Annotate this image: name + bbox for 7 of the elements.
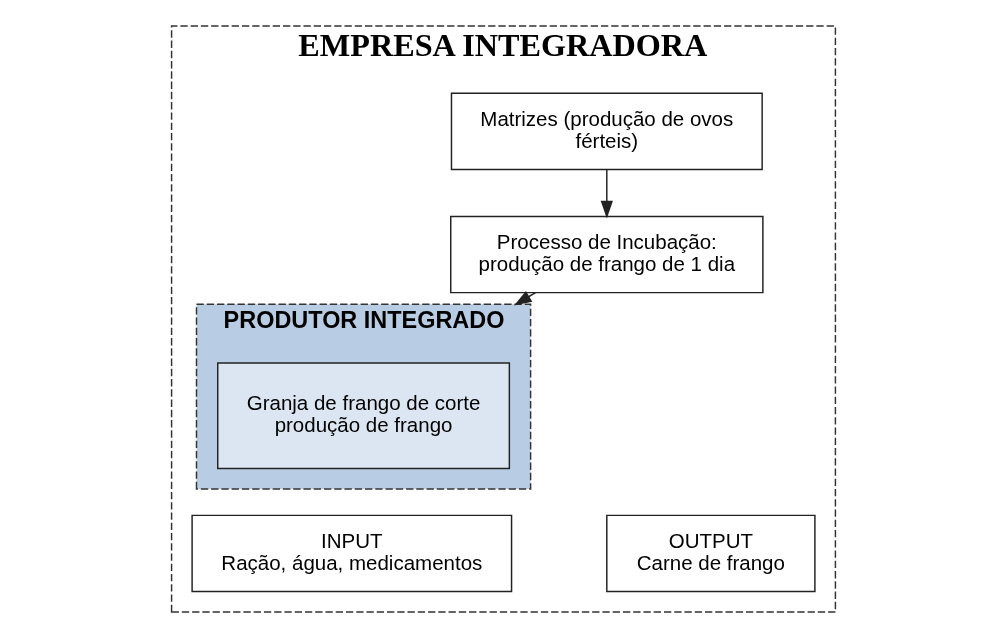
node-box: INPUT Ração, água, medicamentos [191,514,513,593]
arrow [514,291,537,306]
arrow [600,168,613,219]
node-box: Matrizes (produção de ovos férteis) [450,92,763,171]
node-box: Granja de frango de corte produção de frango [217,362,511,470]
node-box: OUTPUT Carne de frango [606,514,816,593]
node-box: Processo de Incubação: produção de frango de 1 dia [450,215,764,294]
